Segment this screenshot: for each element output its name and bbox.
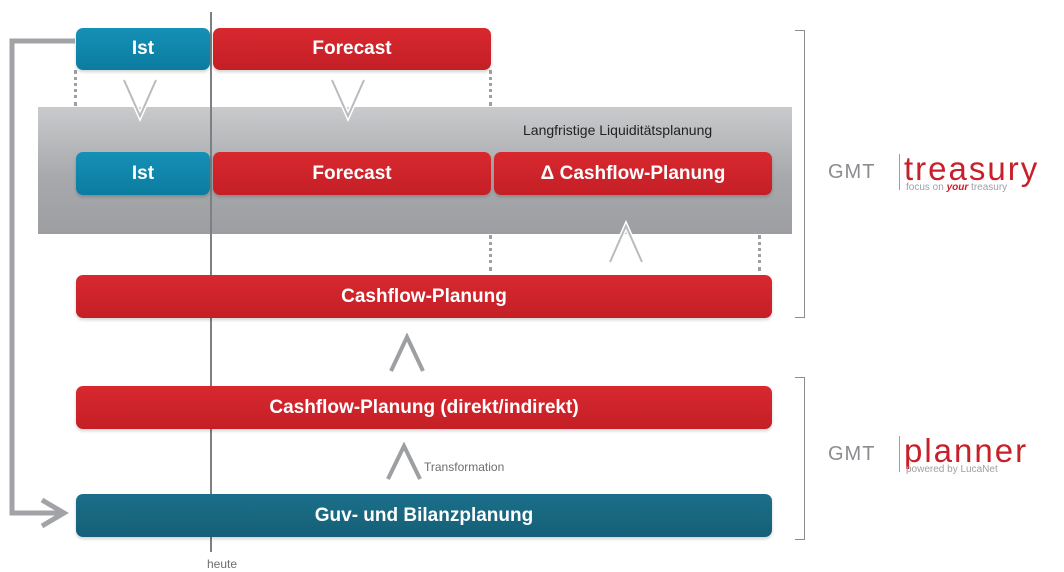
ist-box-top: Ist [76, 28, 210, 70]
bracket-planner [795, 377, 805, 540]
forecast-box-top: Forecast [213, 28, 491, 70]
forecast-box-panel: Forecast [213, 152, 491, 195]
chevron-down-icon [121, 78, 159, 123]
logo-separator [899, 436, 900, 472]
tagline-suffix: treasury [968, 182, 1008, 193]
logo-gmt-text: GMT [828, 161, 876, 183]
logo-gmt-text: GMT [828, 443, 876, 465]
transformation-label: Transformation [424, 460, 505, 474]
dotted-connector [489, 70, 492, 106]
dotted-connector [758, 235, 761, 271]
logo-tagline: powered by LucaNet [906, 464, 998, 475]
logo-separator [899, 154, 900, 190]
panel-title: Langfristige Liquiditätsplanung [523, 122, 713, 138]
dotted-connector [74, 70, 77, 106]
chevron-up-icon [386, 442, 422, 480]
delta-cashflow-box: Δ Cashflow-Planung [494, 152, 772, 195]
tagline-prefix: focus on [906, 182, 947, 193]
logo-name-text: treasury [904, 150, 1040, 187]
chevron-up-icon [389, 333, 425, 372]
chevron-down-icon [329, 78, 367, 123]
guv-bilanz-box: Guv- und Bilanzplanung [76, 494, 772, 537]
cashflow-planung-box: Cashflow-Planung [76, 275, 772, 318]
feedback-arrow [9, 38, 75, 529]
dotted-connector [489, 235, 492, 271]
gmt-planner-logo: GMT planner powered by LucaNet [828, 430, 1064, 480]
gmt-treasury-logo: GMT treasury focus on your treasury [828, 148, 1064, 198]
cashflow-direkt-box: Cashflow-Planung (direkt/indirekt) [76, 386, 772, 429]
today-label: heute [207, 557, 238, 571]
bracket-treasury [795, 30, 805, 318]
logo-tagline: focus on your treasury [906, 182, 1007, 193]
logo-name-text: planner [904, 432, 1029, 469]
tagline-bold: your [946, 182, 969, 193]
ist-box-panel: Ist [76, 152, 210, 195]
chevron-up-icon [607, 219, 645, 264]
